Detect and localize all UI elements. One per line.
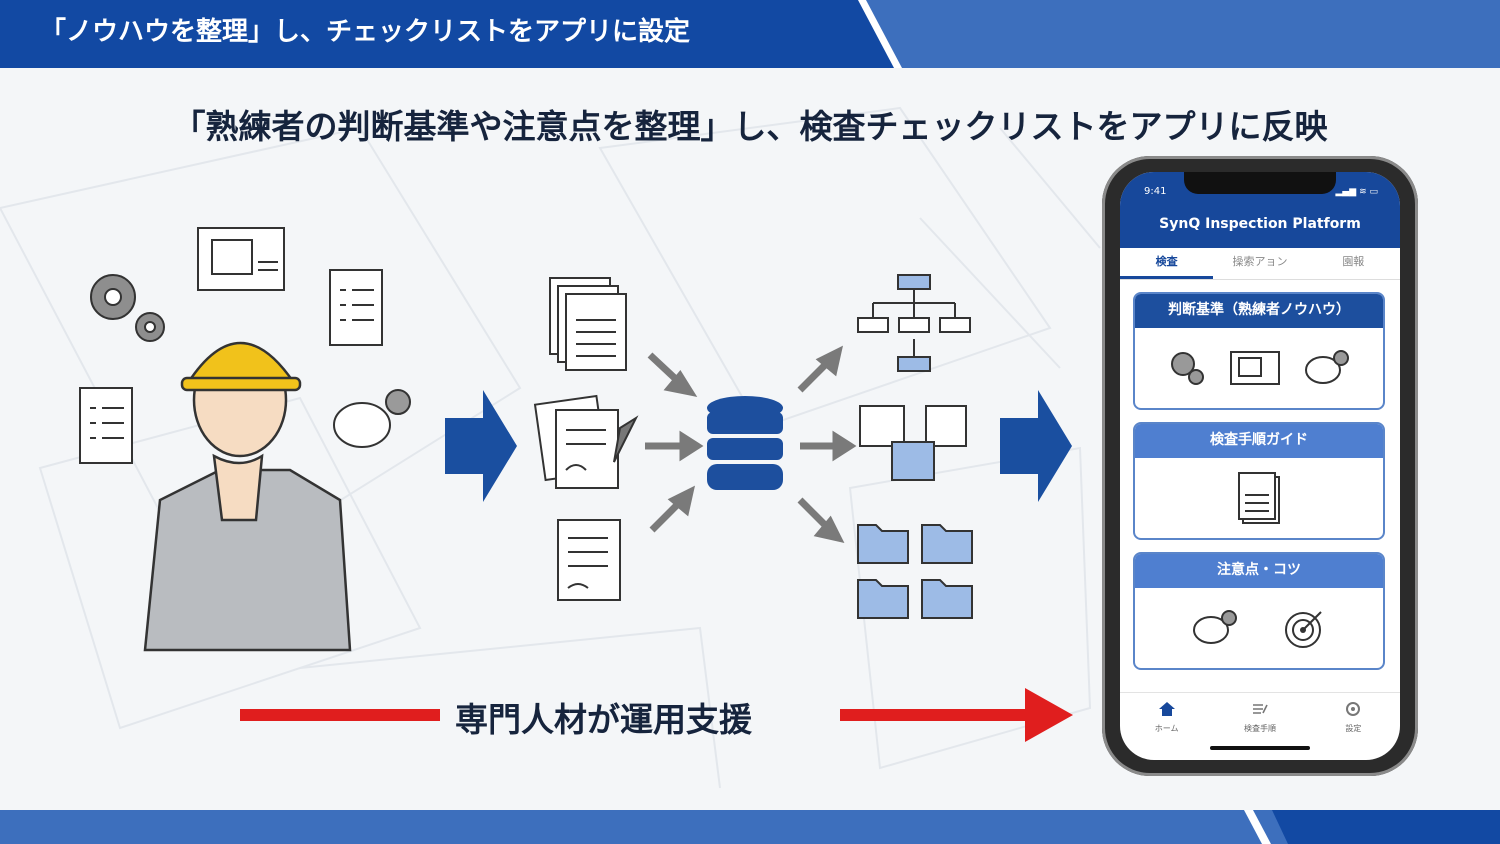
status-time: 9:41 xyxy=(1144,186,1167,197)
phone-notch xyxy=(1184,172,1336,194)
gear-icon xyxy=(1346,702,1361,716)
brain-icon xyxy=(1193,610,1237,644)
document-icon xyxy=(1238,472,1280,524)
handwritten-note-icon xyxy=(557,519,621,601)
card-tips[interactable]: 注意点・コツ xyxy=(1133,552,1385,670)
app-title: SynQ Inspection Platform xyxy=(1159,216,1361,232)
flow-illustration xyxy=(79,227,1073,742)
home-indicator xyxy=(1210,746,1310,750)
slide-subtitle: 「熟練者の判断基準や注意点を整理」し、検査チェックリストをアプリに反映 xyxy=(172,107,1328,146)
footer-accent xyxy=(1272,810,1500,844)
home-icon xyxy=(1158,702,1175,716)
checklist-icon xyxy=(79,387,133,464)
nav-settings[interactable]: 設定 xyxy=(1307,693,1400,748)
card-judgment-criteria[interactable]: 判断基準（熟練者ノウハウ） xyxy=(1133,292,1385,410)
signed-document-icon xyxy=(533,394,639,489)
tab-inspection[interactable]: 検査 xyxy=(1120,248,1214,279)
nav-label: 設定 xyxy=(1345,724,1362,733)
blueprint-icon xyxy=(197,227,285,291)
arrow-right-icon xyxy=(445,390,517,502)
gear-icon xyxy=(1171,352,1204,385)
documents-icon xyxy=(549,277,627,371)
checklist-icon xyxy=(329,269,383,346)
worker-illustration xyxy=(143,341,352,652)
header-accent xyxy=(0,0,895,68)
red-arrow-head xyxy=(1025,688,1073,742)
folder-icon xyxy=(857,524,973,619)
checklist-icon xyxy=(1252,704,1268,714)
status-icons: ▂▄▆ ≋ ▭ xyxy=(1335,187,1378,197)
card-inspection-guide[interactable]: 検査手順ガイド xyxy=(1133,422,1385,540)
nav-home[interactable]: ホーム xyxy=(1120,693,1213,748)
brain-icon xyxy=(333,389,411,448)
flow-arrows xyxy=(645,345,857,544)
table-flow-icon xyxy=(859,405,967,481)
nav-label: ホーム xyxy=(1154,724,1179,733)
arrow-right-icon xyxy=(1000,390,1072,502)
brain-icon xyxy=(1305,350,1349,384)
nav-checklist[interactable]: 検査手順 xyxy=(1213,693,1306,748)
gear-icon xyxy=(90,274,165,342)
blueprint-icon xyxy=(1230,351,1280,385)
tab-search[interactable]: 操索アョン xyxy=(1232,255,1288,268)
bottom-nav: ホーム 検査手順 設定 xyxy=(1120,692,1400,748)
support-label: 専門人材が運用支援 xyxy=(455,700,752,739)
phone-screen: 9:41 ▂▄▆ ≋ ▭ SynQ Inspection Platform 検査… xyxy=(1120,172,1400,760)
tab-bar: 検査 操索アョン 園報 xyxy=(1120,248,1400,280)
tab-report[interactable]: 園報 xyxy=(1342,255,1365,268)
hierarchy-icon xyxy=(857,274,971,372)
card-title: 判断基準（熟練者ノウハウ） xyxy=(1135,294,1383,328)
card-title: 注意点・コツ xyxy=(1135,554,1383,588)
card-title: 検査手順ガイド xyxy=(1135,424,1383,458)
red-arrow-line xyxy=(240,709,440,721)
database-icon xyxy=(707,396,783,490)
nav-label: 検査手順 xyxy=(1243,724,1276,733)
target-icon xyxy=(1285,611,1322,648)
page-title: 「ノウハウを整理」し、チェックリストをアプリに設定 xyxy=(40,17,691,47)
red-arrow-line xyxy=(840,709,1030,721)
